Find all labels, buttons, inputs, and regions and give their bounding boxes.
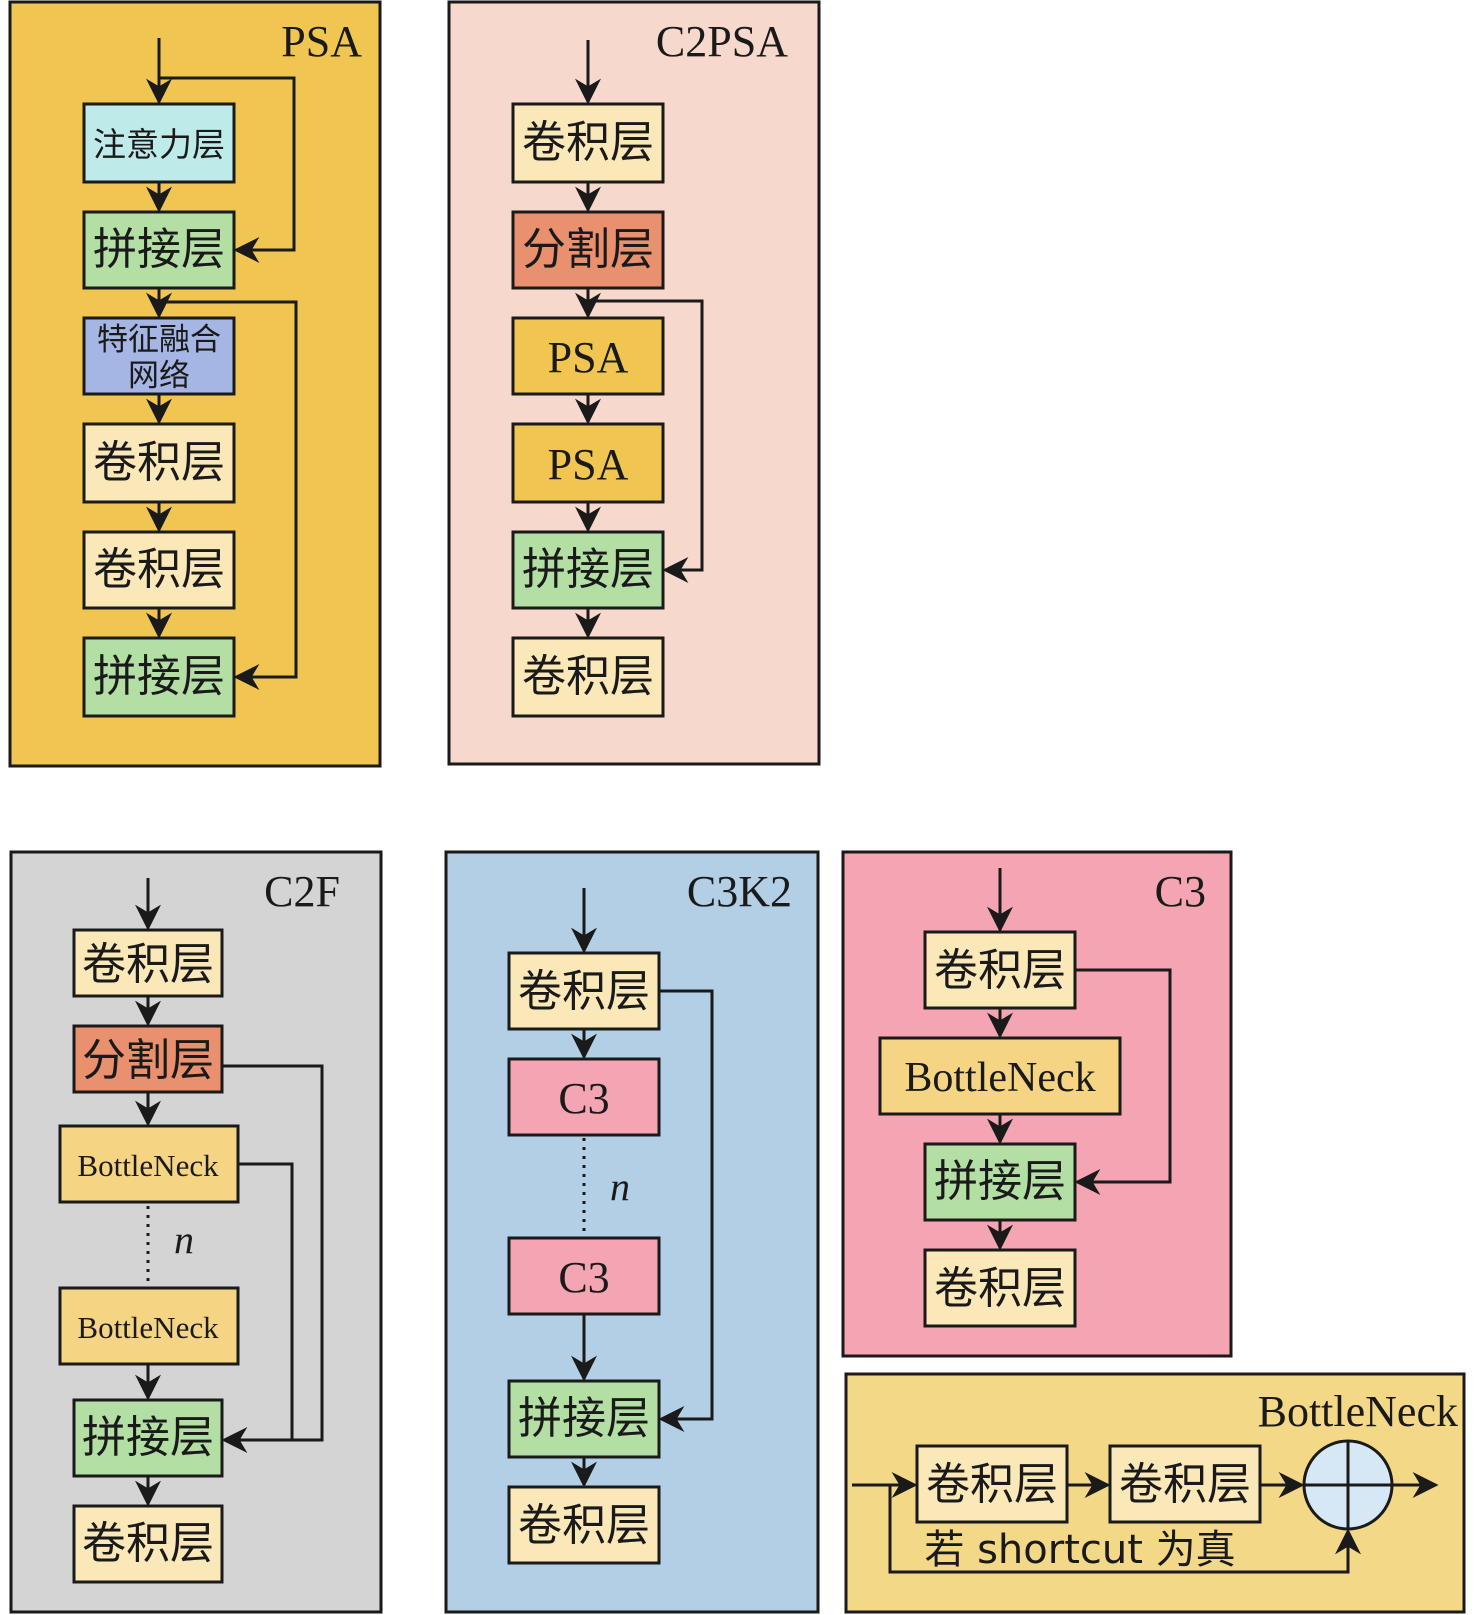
bottleneck-conv2-node	[1108, 1444, 1262, 1524]
c3k2-concat-node	[507, 1379, 661, 1459]
psa-panel-title: PSA	[281, 17, 362, 66]
psa-conv2-label: 卷积层	[93, 544, 225, 595]
c3k2-bypass-arrow	[658, 989, 714, 1432]
c2psa-panel: C2PSA 卷积层 分割层 PSA PSA 拼接层 卷积层	[447, 0, 821, 766]
c2f-panel: C2F 卷积层 分割层 BottleNeck n BottleNeck 拼接层 …	[9, 850, 383, 1614]
bottleneck-panel: BottleNeck 卷积层 卷积层 若 shortcut 为真	[844, 1372, 1466, 1614]
c2f-panel-title: C2F	[264, 867, 340, 916]
c3k2-conv2-node	[507, 1485, 661, 1565]
c2psa-split-label: 分割层	[522, 224, 654, 275]
c2f-split-label: 分割层	[82, 1035, 214, 1086]
psa-concat2-label: 拼接层	[93, 651, 225, 702]
c2f-conv2-node	[72, 1504, 224, 1584]
psa-fusion-label-line2: 网络	[128, 358, 190, 394]
c2psa-bypass-arrow	[588, 299, 704, 583]
psa-fusion-node	[82, 316, 236, 396]
psa-panel: PSA 注意力层 拼接层 特征融合 网络 卷积层 卷积层 拼接层	[8, 0, 382, 768]
c3-bottleneck-label: BottleNeck	[904, 1055, 1095, 1101]
c3-bypass-arrow	[1074, 968, 1172, 1195]
add-circle-icon	[1302, 1439, 1394, 1531]
bottleneck-panel-title: BottleNeck	[1258, 1387, 1458, 1436]
c2f-conv1-label: 卷积层	[82, 939, 214, 990]
c2psa-conv2-label: 卷积层	[522, 651, 654, 702]
c2psa-psa1-node	[511, 316, 665, 396]
c3k2-c3-1-node	[507, 1057, 661, 1137]
c3k2-conv1-node	[507, 951, 661, 1031]
c3k2-panel: C3K2 卷积层 C3 n C3 拼接层 卷积层	[444, 850, 820, 1614]
c2f-conv2-label: 卷积层	[82, 1518, 214, 1569]
c3-conv1-label: 卷积层	[934, 945, 1066, 996]
c2f-repeat-label: n	[174, 1217, 194, 1262]
psa-attention-node	[82, 102, 236, 184]
psa-concat2-node	[82, 636, 236, 718]
psa-attention-label: 注意力层	[93, 125, 225, 164]
bottleneck-conv2-label: 卷积层	[1119, 1459, 1251, 1510]
c3k2-concat-label: 拼接层	[518, 1393, 650, 1444]
c2f-bottleneck-bypass-line	[238, 1162, 294, 1440]
c2psa-panel-title: C2PSA	[656, 17, 788, 66]
c3k2-c3-2-node	[507, 1236, 661, 1316]
bottleneck-shortcut-note: 若 shortcut 为真	[924, 1527, 1235, 1573]
c3k2-panel-title: C3K2	[687, 867, 792, 916]
c2f-bottleneck2-label: BottleNeck	[77, 1310, 219, 1345]
c2psa-psa1-label: PSA	[548, 333, 629, 382]
add-circle-cross	[1304, 1441, 1392, 1529]
c3k2-conv2-label: 卷积层	[518, 1500, 650, 1551]
c2psa-split-node	[511, 210, 665, 290]
psa-conv2-node	[82, 530, 236, 610]
c3-concat-label: 拼接层	[934, 1156, 1066, 1207]
c2psa-psa2-label: PSA	[548, 440, 629, 489]
c3-panel: C3 卷积层 BottleNeck 拼接层 卷积层	[841, 850, 1233, 1358]
c3-panel-title: C3	[1155, 867, 1206, 916]
c3-conv2-label: 卷积层	[934, 1263, 1066, 1314]
psa-concat1-label: 拼接层	[93, 224, 225, 275]
c2f-split-node	[72, 1024, 224, 1094]
c3k2-repeat-label: n	[610, 1164, 630, 1209]
bottleneck-conv1-node	[915, 1444, 1069, 1524]
c3k2-c3-1-label: C3	[558, 1074, 609, 1123]
c2psa-conv1-label: 卷积层	[522, 117, 654, 168]
c2f-split-bypass-arrow	[221, 1064, 324, 1453]
c3k2-c3-2-label: C3	[558, 1253, 609, 1302]
bottleneck-conv1-label: 卷积层	[926, 1459, 1058, 1510]
psa-conv1-label: 卷积层	[93, 437, 225, 488]
c3k2-conv1-label: 卷积层	[518, 966, 650, 1017]
c2f-bottleneck1-label: BottleNeck	[77, 1148, 219, 1183]
c2f-concat-label: 拼接层	[82, 1412, 214, 1463]
psa-residual2-arrow	[159, 300, 298, 690]
c2f-bottleneck1-node	[58, 1124, 240, 1204]
psa-fusion-label-line1: 特征融合	[97, 322, 221, 358]
c3-conv2-node	[923, 1248, 1077, 1328]
psa-residual1-arrow	[159, 76, 296, 263]
c2psa-concat-label: 拼接层	[522, 544, 654, 595]
bottleneck-shortcut-arrow	[888, 1485, 1361, 1574]
